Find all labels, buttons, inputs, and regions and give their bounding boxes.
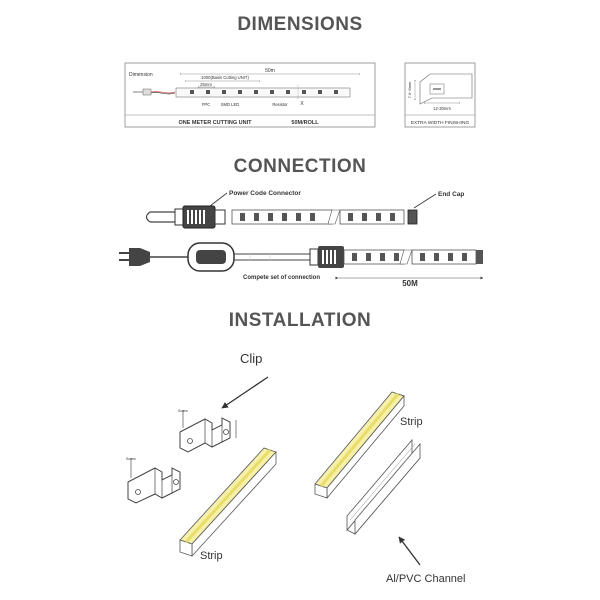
complete-set-label: Compete set of connection bbox=[243, 275, 320, 281]
caption-cutting-unit: ONE METER CUTTING UNIT bbox=[178, 120, 252, 126]
controller bbox=[187, 242, 310, 272]
section-title-dimensions: DIMENSIONS bbox=[237, 14, 363, 35]
installation-diagram: Clip Screw Screw Strip bbox=[126, 351, 466, 585]
channel-arrow bbox=[398, 536, 421, 566]
section-title-connection: CONNECTION bbox=[233, 156, 367, 177]
dimension-strip bbox=[175, 87, 351, 98]
power-connector-pointer bbox=[209, 192, 228, 207]
section-title-installation: INSTALLATION bbox=[228, 310, 372, 331]
top-strip bbox=[231, 209, 405, 225]
screw-label-b: Screw bbox=[126, 457, 136, 461]
dimension-label: Dimension bbox=[129, 72, 153, 78]
bottom-connector bbox=[309, 246, 344, 268]
profile-shape bbox=[419, 73, 473, 105]
channel-label: Al/PVC Channel bbox=[386, 573, 466, 585]
strip-left bbox=[179, 447, 277, 558]
profile-height: 7.0~8mm bbox=[407, 81, 412, 98]
smd-led-label: SMD LED bbox=[221, 102, 240, 107]
bottom-strip bbox=[343, 249, 483, 265]
length-label: 50M bbox=[402, 279, 418, 288]
caption-extra-width: EXTRA WIDTH FINISHING bbox=[411, 120, 470, 126]
dimensions-diagram: Dimension 50m 1000(Basis Cutting UNIT) 2… bbox=[124, 62, 476, 128]
cutting-unit-label: 1000(Basis Cutting UNIT) bbox=[201, 75, 249, 80]
total-length-label: 50m bbox=[265, 68, 275, 74]
cut-mark: X bbox=[300, 101, 304, 107]
power-connector bbox=[145, 205, 226, 229]
end-cap-label: End Cap bbox=[438, 191, 464, 198]
channel bbox=[346, 438, 421, 536]
screw-label-a: Screw bbox=[178, 409, 188, 413]
strip-left-label: Strip bbox=[200, 550, 223, 562]
clip-lower: Screw bbox=[126, 457, 181, 504]
segment-label: 25mm bbox=[200, 82, 212, 87]
plug bbox=[119, 248, 188, 266]
connection-diagram: Power Code Connector End Cap bbox=[119, 190, 484, 288]
end-cap bbox=[407, 209, 418, 225]
dimension-plug bbox=[133, 88, 176, 96]
clip-upper: Screw bbox=[178, 409, 237, 453]
end-cap-pointer bbox=[413, 193, 437, 209]
clip-arrow bbox=[221, 376, 269, 409]
clip-label: Clip bbox=[240, 351, 262, 366]
strip-right bbox=[314, 391, 405, 500]
power-connector-label: Power Code Connector bbox=[229, 190, 301, 197]
fpc-label: FPC bbox=[202, 102, 210, 107]
dimension-leds bbox=[190, 90, 338, 94]
profile-width: 12-20mm bbox=[433, 106, 451, 111]
caption-roll: 50M/ROLL bbox=[291, 120, 319, 126]
resistor-label: Resistor bbox=[272, 102, 288, 107]
strip-right-label: Strip bbox=[400, 416, 423, 428]
